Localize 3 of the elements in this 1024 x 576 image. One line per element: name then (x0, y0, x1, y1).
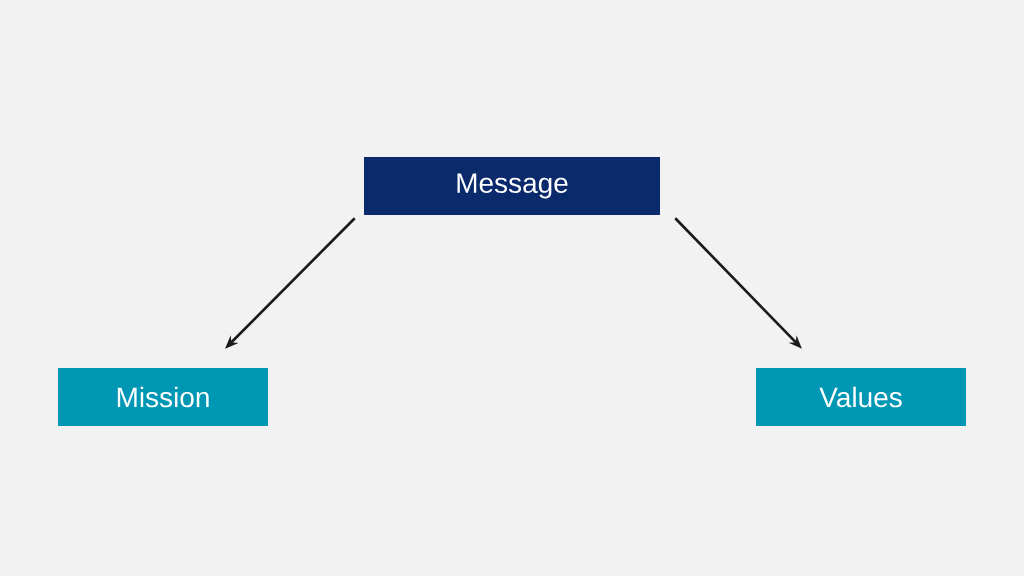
label-box: Values (756, 368, 966, 426)
label-box: Message (364, 157, 660, 215)
label-box: Mission (58, 368, 268, 426)
